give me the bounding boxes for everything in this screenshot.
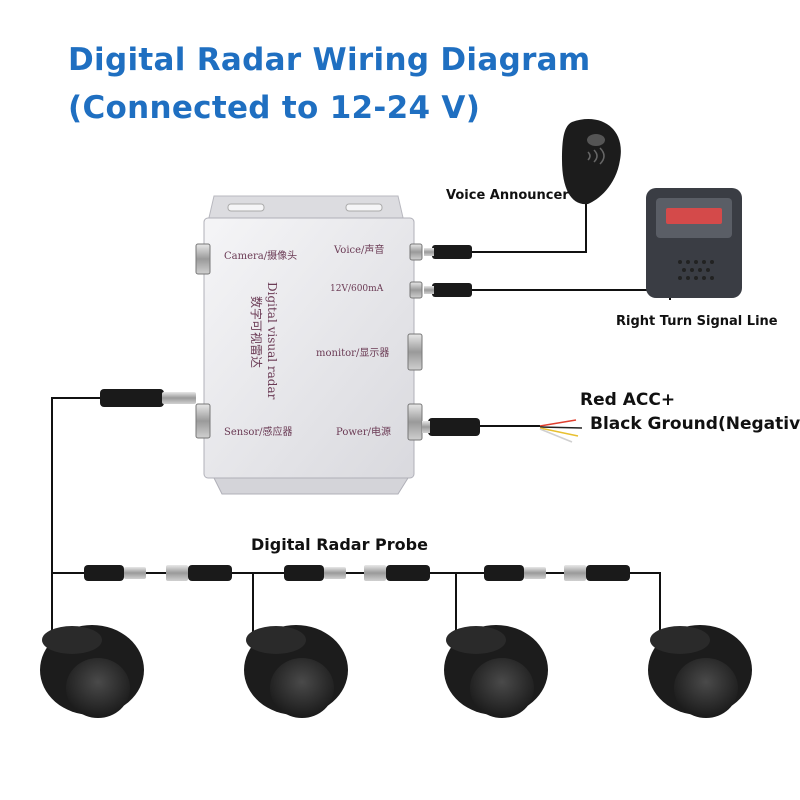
wires bbox=[51, 196, 671, 640]
voice-announcer-label: Voice Announcer bbox=[446, 188, 569, 203]
diagram-title: Digital Radar Wiring Diagram bbox=[68, 42, 591, 78]
box-connectors bbox=[195, 243, 423, 441]
voice-announcer-speaker bbox=[562, 119, 621, 205]
radar-probe-4 bbox=[648, 625, 752, 718]
voice-port-label: Voice/声音 bbox=[333, 243, 384, 256]
power-spec-label: 12V/600mA bbox=[330, 284, 384, 294]
power-port-label: Power/电源 bbox=[336, 425, 391, 438]
probe-bus-plugs bbox=[84, 565, 630, 581]
turn-signal-wire bbox=[470, 289, 671, 300]
probe-bus-wire bbox=[52, 572, 661, 640]
black-ground-label: Black Ground(Negative) bbox=[590, 414, 800, 434]
sensor-plug bbox=[100, 389, 196, 407]
sensor-wire bbox=[51, 397, 100, 640]
turn-signal-unit bbox=[646, 188, 742, 298]
power-lead-wires bbox=[539, 419, 583, 443]
radar-probe-label: Digital Radar Probe bbox=[251, 535, 428, 554]
brand-chinese: 数字可视雷达 bbox=[249, 296, 264, 368]
diagram-subtitle: (Connected to 12-24 V) bbox=[68, 90, 481, 126]
voice-plug bbox=[424, 245, 472, 259]
right-turn-signal-label: Right Turn Signal Line bbox=[616, 314, 778, 329]
monitor-port-label: monitor/显示器 bbox=[316, 347, 389, 359]
camera-port-label: Camera/摄像头 bbox=[224, 249, 297, 262]
red-acc-label: Red ACC+ bbox=[580, 390, 676, 410]
radar-control-box bbox=[203, 195, 415, 495]
power-plug bbox=[422, 418, 480, 436]
power-spec-plug bbox=[424, 283, 472, 297]
radar-probe-2 bbox=[244, 625, 348, 718]
brand-english: Digital visual radar bbox=[265, 282, 279, 400]
sensor-port-label: Sensor/感应器 bbox=[224, 425, 293, 438]
radar-probe-1 bbox=[40, 625, 144, 718]
radar-probe-3 bbox=[444, 625, 548, 718]
voice-wire bbox=[470, 196, 587, 253]
